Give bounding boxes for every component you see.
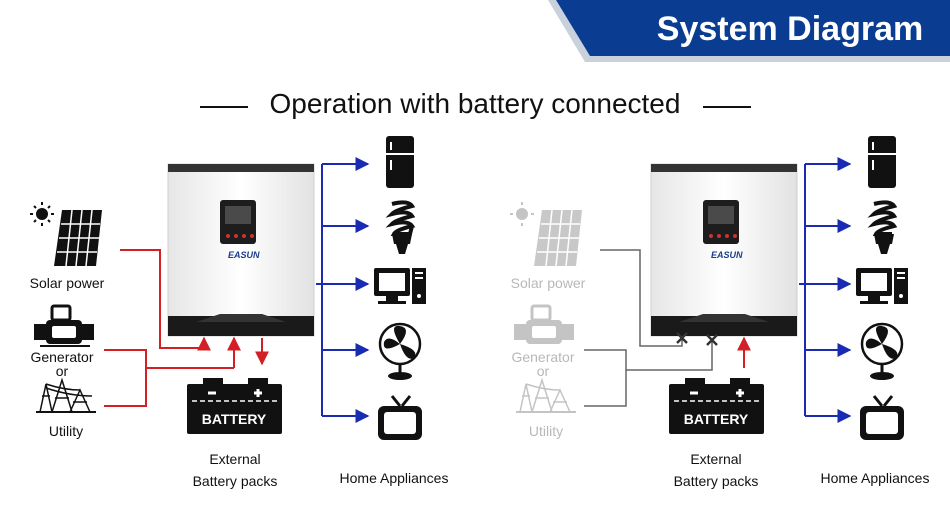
generator-faded-icon — [514, 304, 574, 344]
disconnect-x-icon — [676, 332, 688, 344]
light-bulb-icon-right — [867, 200, 898, 254]
inverter-brand: EASUN — [228, 250, 260, 260]
inverter-unit-right: EASUN — [650, 163, 798, 337]
utility-label: Utility — [48, 423, 84, 439]
solar-power-label-right: Solar power — [510, 275, 586, 291]
utility-pylon-icon — [36, 377, 96, 413]
blue-output-lines-right — [799, 157, 852, 423]
solar-panel-faded-icon — [510, 202, 582, 267]
section-title: Operation with battery connected — [269, 88, 681, 119]
disconnect-x-icon-2 — [706, 334, 718, 346]
home-appliances-label-right: Home Appliances — [820, 470, 930, 486]
home-appliances-label: Home Appliances — [339, 470, 449, 486]
solar-power-label: Solar power — [29, 275, 105, 291]
title-rule-left — [200, 106, 248, 108]
fan-icon — [378, 322, 422, 380]
battery-icon-right: BATTERY — [669, 378, 764, 434]
computer-icon — [374, 268, 426, 304]
generator-label: Generator — [30, 349, 94, 365]
right-diagram: EASUN BATTERY — [510, 136, 908, 440]
fridge-icon — [386, 136, 414, 188]
or-label: or — [55, 363, 69, 379]
battery-caption-line2: Battery packs — [192, 473, 278, 489]
blue-output-lines — [316, 157, 370, 423]
battery-caption-line1: External — [209, 451, 261, 467]
inverter-unit: EASUN — [167, 163, 315, 337]
red-power-lines — [104, 249, 269, 407]
battery-label-right: BATTERY — [684, 411, 749, 427]
generator-label-right: Generator — [511, 349, 575, 365]
battery-caption-line1-right: External — [690, 451, 742, 467]
utility-label-right: Utility — [528, 423, 564, 439]
battery-caption-line2-right: Battery packs — [673, 473, 759, 489]
solar-panel-icon — [30, 202, 102, 267]
generator-icon — [34, 304, 94, 347]
gray-disconnected-lines — [584, 249, 713, 407]
inverter-brand-right: EASUN — [711, 250, 743, 260]
computer-icon-right — [856, 268, 908, 304]
utility-pylon-faded-icon — [516, 377, 576, 413]
battery-icon: BATTERY — [187, 378, 282, 434]
header-banner — [548, 0, 950, 62]
tv-icon — [378, 395, 422, 440]
or-label-right: or — [536, 363, 550, 379]
light-bulb-icon — [385, 200, 416, 254]
left-diagram: EASUN BATTERY — [30, 136, 426, 440]
fan-icon-right — [860, 322, 904, 380]
battery-label: BATTERY — [202, 411, 267, 427]
tv-icon-right — [860, 395, 904, 440]
fridge-icon-right — [868, 136, 896, 188]
banner-title: System Diagram — [656, 10, 924, 48]
title-rule-right — [703, 106, 751, 108]
